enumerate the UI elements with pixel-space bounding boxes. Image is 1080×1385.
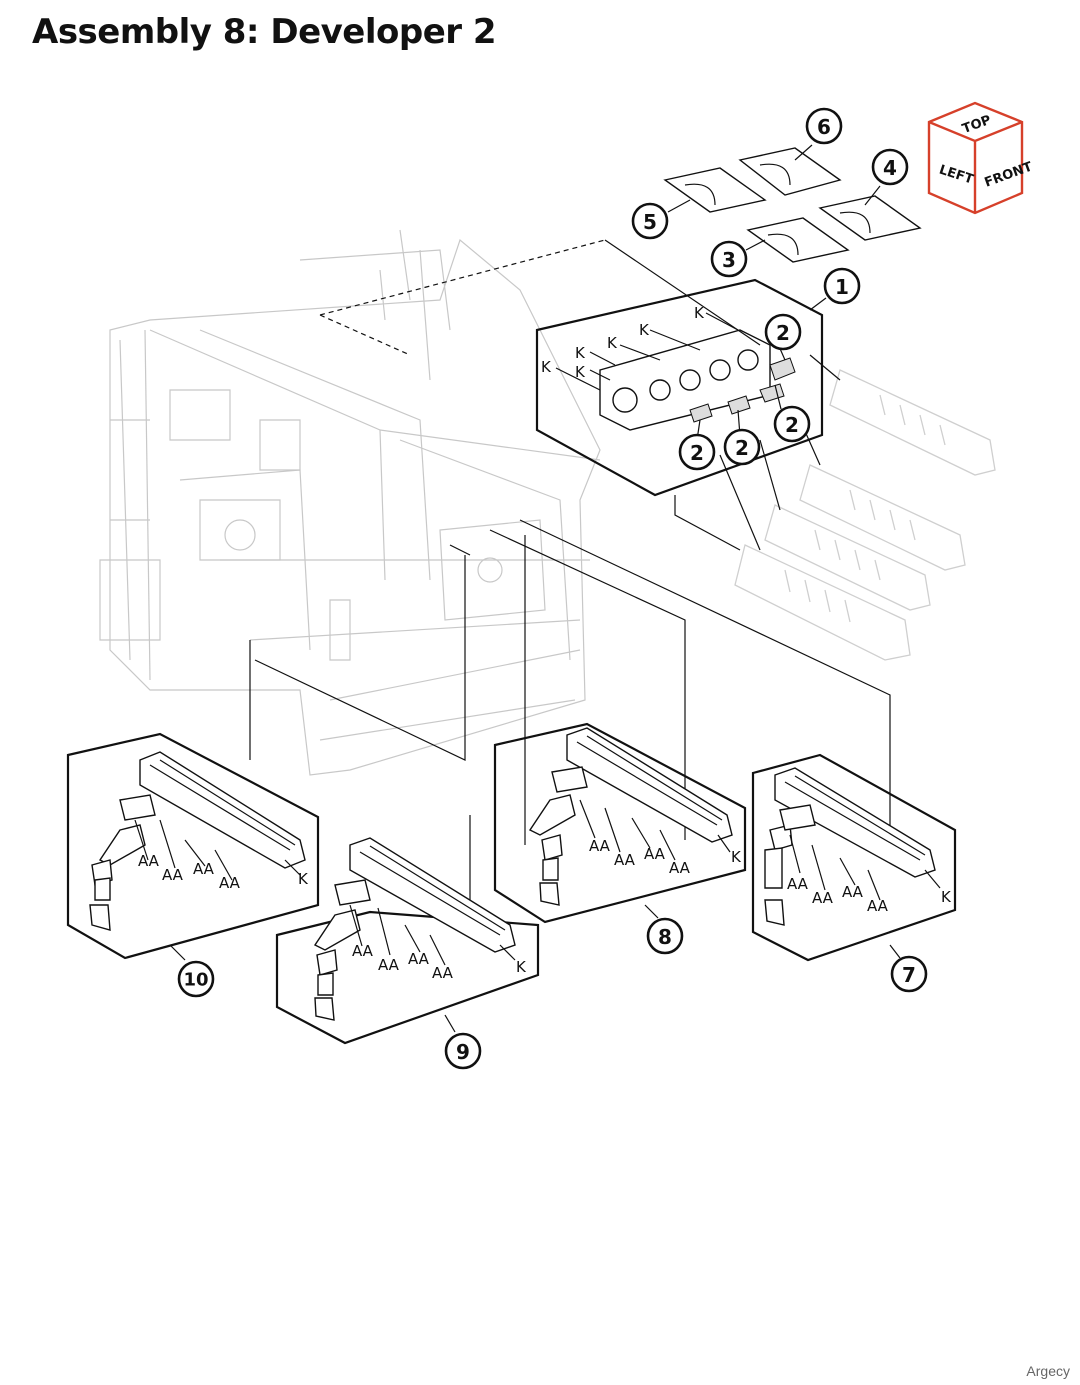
aa-label: AA [162, 866, 184, 884]
aa-labels: AA AA AA AA AA AA AA AA AA AA AA AA AA A… [138, 837, 889, 982]
watermark: Argecy [1026, 1363, 1070, 1379]
toner-bottle [829, 369, 996, 476]
callout-2: 2 [678, 433, 716, 471]
toner-bottle [764, 504, 931, 611]
svg-text:10: 10 [183, 970, 208, 991]
svg-text:4: 4 [883, 156, 897, 180]
k-label: K [639, 321, 650, 339]
aa-label: AA [408, 950, 430, 968]
svg-text:2: 2 [785, 413, 799, 437]
callout-2: 2 [773, 405, 811, 443]
aa-label: AA [432, 964, 454, 982]
k-label: K [575, 363, 586, 381]
callout-6: 6 [805, 107, 843, 145]
bag-3 [746, 217, 850, 263]
k-label: K [541, 358, 552, 376]
bag-4 [818, 195, 922, 241]
callout-8: 8 [646, 917, 684, 955]
callout-1: 1 [823, 267, 861, 305]
orientation-cube: TOP LEFT FRONT [927, 101, 1035, 215]
callout-2: 2 [723, 428, 761, 466]
panel-7 [751, 753, 957, 962]
toner-bottle [799, 464, 966, 571]
aa-label: AA [193, 860, 215, 878]
callout-5: 5 [631, 202, 669, 240]
callout-2: 2 [764, 313, 802, 351]
developer-unit [313, 837, 516, 1021]
aa-label: AA [787, 875, 809, 893]
developer-unit [528, 727, 733, 906]
svg-text:9: 9 [456, 1040, 470, 1064]
developer-unit [89, 751, 306, 931]
callout-10: 10 [177, 960, 215, 998]
svg-text:2: 2 [776, 321, 790, 345]
bag-6 [738, 147, 842, 196]
aa-label: AA [138, 852, 160, 870]
svg-text:7: 7 [902, 963, 916, 987]
aa-label: AA [812, 889, 834, 907]
panel-9 [275, 837, 540, 1045]
callout-3: 3 [710, 240, 748, 278]
svg-text:5: 5 [643, 210, 657, 234]
k-labels: K K K K K K K K K K [298, 304, 952, 976]
svg-text:2: 2 [735, 436, 749, 460]
aa-label: AA [867, 897, 889, 915]
callout-leaders [169, 144, 901, 1033]
bags-illustration [663, 147, 922, 263]
aa-label: AA [589, 837, 611, 855]
panel-1 [535, 239, 841, 551]
aa-label: AA [669, 859, 691, 877]
k-label: K [731, 848, 742, 866]
dashed-leader-lines [319, 239, 606, 356]
k-label: K [941, 888, 952, 906]
svg-text:6: 6 [817, 115, 831, 139]
callout-9: 9 [444, 1032, 482, 1070]
k-label: K [607, 334, 618, 352]
aa-label: AA [842, 883, 864, 901]
svg-text:3: 3 [722, 248, 736, 272]
callout-4: 4 [871, 148, 909, 186]
aa-label: AA [219, 874, 241, 892]
svg-text:1: 1 [835, 275, 849, 299]
k-label: K [575, 344, 586, 362]
aa-label: AA [614, 851, 636, 869]
toner-bottles-illustration [734, 369, 996, 661]
callout-7: 7 [890, 955, 928, 993]
aa-label: AA [644, 845, 666, 863]
toner-bottle [734, 544, 911, 661]
panel-8 [493, 722, 747, 924]
svg-text:2: 2 [690, 441, 704, 465]
panel-connector-lines [249, 519, 891, 910]
developer-drive-assembly [599, 329, 796, 431]
aa-label: AA [352, 942, 374, 960]
k-label: K [694, 304, 705, 322]
k-label: K [298, 870, 309, 888]
svg-text:8: 8 [658, 925, 672, 949]
developer-unit [764, 767, 936, 926]
page-title: Assembly 8: Developer 2 [32, 12, 497, 52]
aa-label: AA [378, 956, 400, 974]
k-label: K [516, 958, 527, 976]
panel-10 [66, 732, 320, 960]
bag-5 [663, 167, 767, 213]
